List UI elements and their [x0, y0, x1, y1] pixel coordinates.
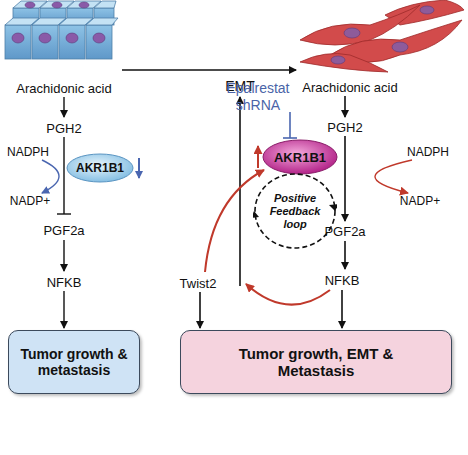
molecule-label: PGH2	[327, 120, 362, 135]
enzyme-ellipse: AKR1B1	[66, 153, 134, 183]
feedback-loop: Positive Feedback loop	[253, 172, 337, 250]
molecule-label: Arachidonic acid	[16, 81, 111, 96]
emt-arrow	[122, 69, 296, 71]
up-arrow	[257, 146, 259, 168]
cofactor-label: NADPH	[407, 145, 449, 160]
molecule-label: NFKB	[47, 275, 82, 290]
cofactor-label: NADPH	[7, 145, 49, 160]
gene-label: Twist2	[180, 276, 217, 291]
cell-nuclei	[12, 2, 105, 43]
node-text: Tumor growth & metastasis	[14, 346, 134, 378]
feedback-arrow	[246, 284, 330, 305]
molecule-label: PGH2	[46, 121, 81, 136]
right-pathway	[200, 96, 345, 328]
inhibitor-label: Epalrestat shRNA	[218, 80, 298, 114]
outcome-box: Tumor growth, EMT & Metastasis	[180, 330, 452, 394]
twist2-emt-arrow	[239, 97, 241, 286]
node-text: Tumor growth, EMT & Metastasis	[236, 345, 396, 379]
down-arrow	[138, 158, 140, 178]
outcome-box: Tumor growth & metastasis	[8, 330, 140, 394]
molecule-label: NFKB	[325, 273, 360, 288]
cell-nuclei	[331, 6, 434, 64]
node-text: AKR1B1	[76, 161, 124, 175]
node-text: AKR1B1	[274, 150, 326, 165]
inhibition-line	[283, 112, 297, 138]
cofactor-label: NADP+	[10, 194, 50, 209]
node-text: Positive Feedback loop	[264, 192, 326, 231]
molecule-label: Arachidonic acid	[302, 80, 397, 95]
enzyme-ellipse: AKR1B1	[262, 139, 338, 175]
epithelial-cells	[5, 1, 118, 59]
feedback-arrow	[205, 170, 264, 272]
mesenchymal-cells	[300, 0, 464, 72]
cofactor-arrow	[42, 160, 59, 193]
cofactor-label: NADP+	[400, 194, 440, 209]
cofactor-arrow	[375, 160, 412, 193]
molecule-label: PGF2a	[43, 223, 84, 238]
molecule-label: PGF2a	[324, 224, 365, 239]
